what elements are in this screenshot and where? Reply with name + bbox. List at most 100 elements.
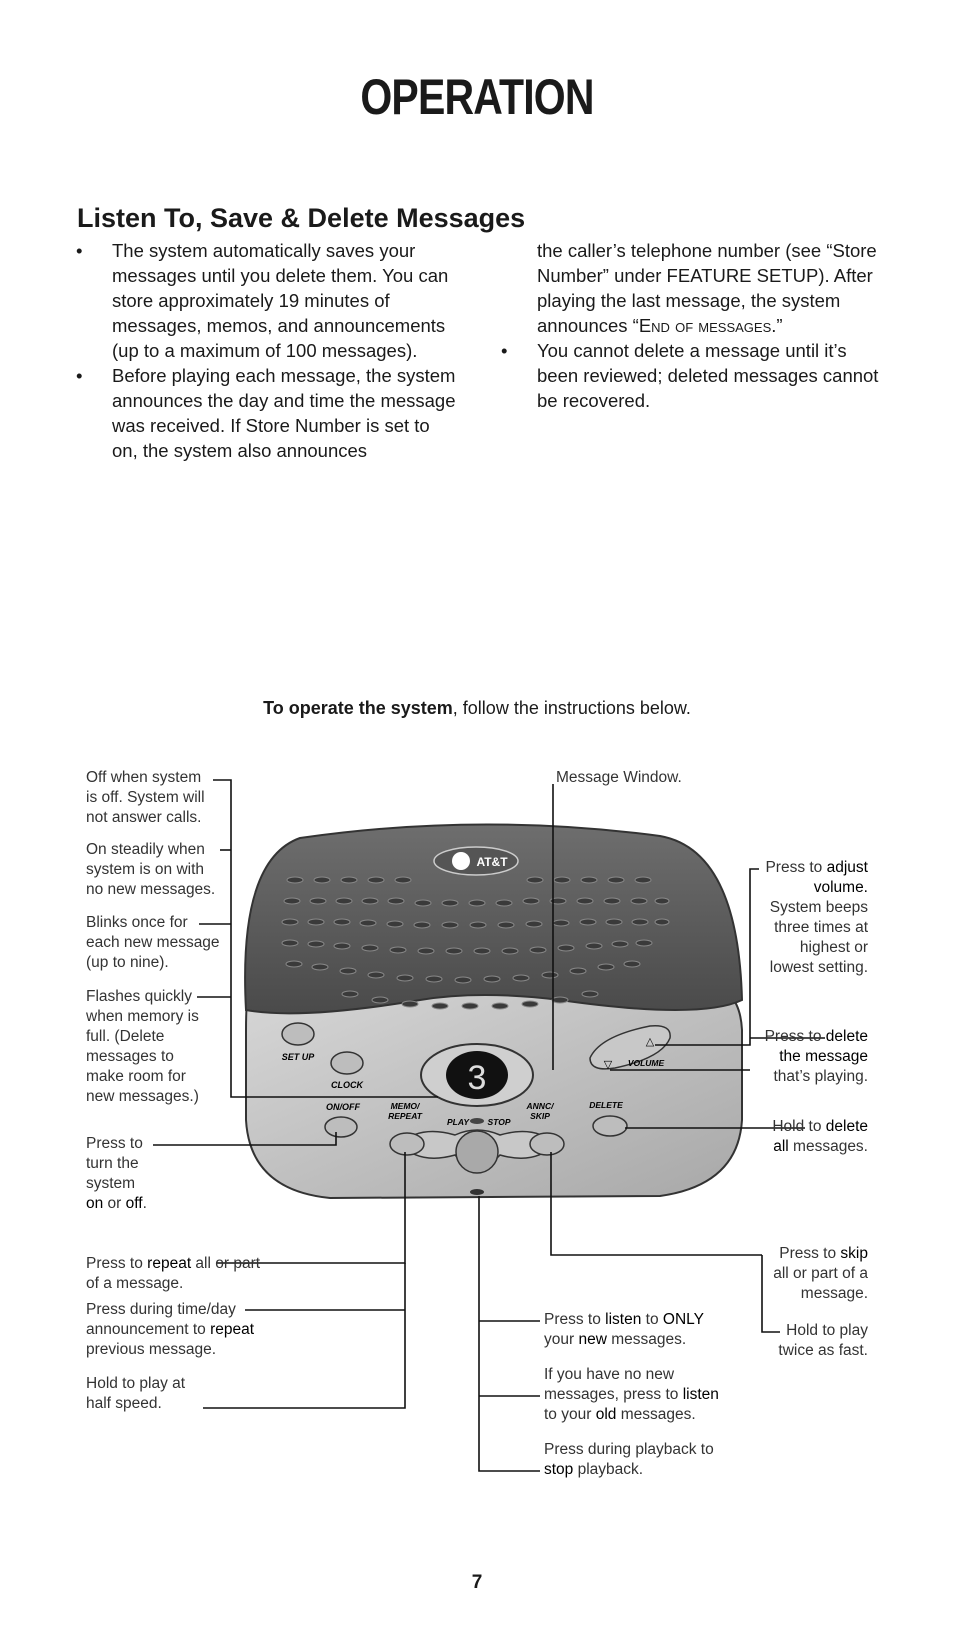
bullet-continuation: the caller’s telephone number (see “Stor… [501,238,881,338]
bullet-text: the caller’s telephone number (see “Stor… [537,240,877,336]
device-top-panel [244,823,744,1015]
bullet-text: You cannot delete a message until it’s b… [537,340,879,411]
callout-text: all or part of a message. [86,1255,261,1292]
bullet-item: • Before playing each message, the system… [76,363,456,463]
callout-text: to your [544,1406,596,1423]
callout-repeat-previous: Press during time/day announcement to re… [86,1300,271,1360]
play-stop-button[interactable] [455,1130,499,1174]
small-caps-text: End of messages [638,315,772,336]
left-column: •The system automatically saves your mes… [76,238,456,463]
volume-up-icon[interactable]: △ [646,1036,655,1048]
att-logo: AT&T [433,846,519,876]
callout-text: that’s playing. [773,1068,869,1085]
intro-rest: , follow the instructions below. [452,698,691,718]
right-column: the caller’s telephone number (see “Stor… [501,238,881,413]
callout-keyword: ONLY [662,1311,704,1328]
callout-keyword: adjust volume. [813,859,868,896]
callout-text: Press to [764,1028,826,1045]
bullet-item: • You cannot delete a message until it’s … [501,338,881,413]
callout-led-flashes: Flashes quickly when memory is full. (De… [86,988,199,1105]
callout-skip: Press to skip all or part of a message. [766,1244,868,1304]
callout-keyword: repeat [210,1321,255,1338]
callout-text: your [544,1331,579,1348]
callout-stop: Press during playback to stop playback. [544,1440,734,1480]
delete-label: DELETE [589,1100,623,1110]
callout-text: . [142,1195,147,1212]
callout-text: System beeps three times at highest or l… [769,899,868,976]
set-up-button[interactable] [281,1022,315,1046]
volume-label: VOLUME [628,1058,665,1068]
callout-keyword: on [86,1195,104,1212]
delete-button[interactable] [592,1115,628,1137]
play-stop-led [470,1118,484,1124]
callout-text: playback. [573,1461,644,1478]
callout-keyword: off [125,1195,143,1212]
volume-rocker[interactable] [589,1025,671,1070]
set-up-label: SET UP [282,1052,316,1062]
callout-on-off: Press to turn the system on or off. [86,1134,156,1214]
memo-label: MEMO/ [391,1101,421,1111]
callout-keyword: skip [840,1245,868,1262]
callout-keyword: listen [682,1386,719,1403]
section-title: Listen To, Save & Delete Messages [77,203,526,233]
callout-led-off: Off when system is off. System will not … [86,769,205,826]
callout-keyword: new [578,1331,607,1348]
callout-led-blinks: Blinks once for each new message (up to … [86,914,220,971]
brand-label: AT&T [476,855,508,869]
callout-text: If you have no new messages, press to [544,1366,683,1403]
callout-text: all or part of a message. [773,1265,868,1302]
callout-text: messages. [788,1138,868,1155]
volume-down-icon[interactable]: ▽ [604,1059,613,1071]
speaker-grille [281,876,670,1010]
callout-text: to [641,1311,663,1328]
callout-text: messages. [606,1331,687,1348]
intro-bold: To operate the system [263,698,453,718]
on-off-button[interactable] [324,1116,358,1138]
on-off-label: ON/OFF [326,1102,360,1112]
callout-keyword: stop [544,1461,574,1478]
callout-lines [153,779,825,1472]
repeat-label: REPEAT [388,1111,423,1121]
callout-text: messages. [616,1406,696,1423]
callout-text: Press during time/day announcement to [86,1301,236,1338]
callout-text: Press to [544,1311,606,1328]
annc-label: ANNC/ [526,1101,556,1111]
callout-text: Hold to [772,1118,826,1135]
message-window: 3 [420,1043,534,1107]
bullet-dot: • [501,340,508,361]
callout-text: Press to [779,1245,841,1262]
page-title: OPERATION [360,69,594,125]
callout-text: Press to [765,859,827,876]
callout-delete: Press to delete the message that’s playi… [758,1027,868,1087]
callout-text: previous message. [86,1341,217,1358]
page-number: 7 [471,1572,483,1593]
callout-led-steady: On steadily when system is on with no ne… [86,841,216,898]
callout-text: Press to [86,1255,148,1272]
play-label: PLAY [447,1117,470,1127]
clock-label: CLOCK [331,1080,364,1090]
bullet-item: •The system automatically saves your mes… [76,238,456,363]
callout-text: Press during playback to [544,1441,714,1458]
microphone-icon [470,1189,484,1195]
callout-keyword: repeat [147,1255,192,1272]
clock-button[interactable] [330,1051,364,1075]
callout-message-window: Message Window. [556,769,682,786]
callout-volume: Press to adjust volume.System beeps thre… [758,858,868,978]
skip-label: SKIP [530,1111,550,1121]
intro-line: To operate the system, follow the instru… [0,698,954,719]
callout-half-speed: Hold to play at half speed. [86,1375,186,1412]
annc-skip-button[interactable] [529,1132,565,1156]
callout-fast: Hold to play twice as fast. [778,1322,868,1359]
bullet-dot: • [76,365,83,386]
callout-keyword: delete the message [779,1028,868,1065]
callout-text: Press to turn the system [86,1135,143,1192]
callout-keyword: old [595,1406,617,1423]
callout-text: or [103,1195,126,1212]
callout-listen-old: If you have no new messages, press to li… [544,1365,734,1425]
stop-label: STOP [488,1117,511,1127]
memo-repeat-button[interactable] [389,1132,425,1156]
callout-delete-all: Hold to delete all messages. [768,1117,868,1157]
bullet-dot: • [76,240,83,261]
bullet-text: Before playing each message, the system … [112,365,456,461]
